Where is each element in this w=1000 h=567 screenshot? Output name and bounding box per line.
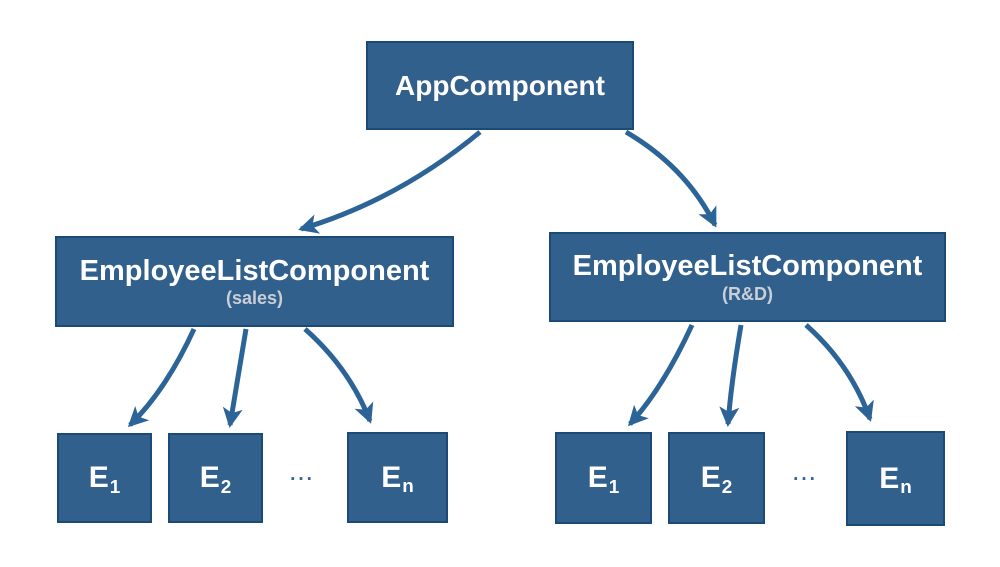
employee-label-base: E [879, 461, 900, 495]
employee-list-sales-node: EmployeeListComponent (sales) [55, 236, 454, 327]
employee-label-sub: 2 [220, 476, 232, 498]
app-component-label: AppComponent [395, 69, 605, 101]
employee-label-sub: 2 [721, 476, 733, 498]
employee-list-sales-label: EmployeeListComponent [79, 254, 430, 287]
employee-label: E1 [88, 461, 121, 496]
arrow-rd-to-e1 [627, 323, 695, 427]
employee-node-sales-1: E1 [57, 433, 152, 523]
arrow-sales-to-e2 [222, 328, 249, 428]
employee-label-base: E [381, 460, 402, 494]
arrow-sales-to-e1 [127, 327, 197, 428]
employee-list-rd-sublabel: (R&D) [722, 283, 773, 304]
arrow-rd-to-en [804, 323, 874, 422]
arrow-app-to-sales [298, 130, 482, 234]
employee-list-sales-sublabel: (sales) [225, 288, 284, 309]
employee-label-base: E [700, 461, 721, 495]
employee-label-sub: n [900, 477, 912, 499]
employee-label: En [879, 461, 912, 499]
employee-label: E1 [587, 461, 620, 496]
employee-label: E2 [700, 461, 733, 496]
employee-label: En [381, 460, 414, 498]
employee-label: E2 [199, 461, 232, 496]
arrow-rd-to-e2 [719, 324, 744, 427]
arrow-app-to-rd [624, 129, 718, 228]
employee-node-sales-2: E2 [168, 433, 263, 523]
employee-node-sales-n: En [347, 432, 448, 523]
employee-label-base: E [88, 461, 109, 495]
employee-label-base: E [587, 461, 608, 495]
employee-label-sub: n [402, 476, 414, 498]
ellipsis-rd: ... [793, 464, 818, 485]
employee-label-sub: 1 [109, 476, 121, 498]
employee-node-rd-1: E1 [555, 432, 652, 524]
ellipsis-sales: ... [290, 464, 315, 485]
employee-list-rd-node: EmployeeListComponent (R&D) [549, 232, 946, 322]
employee-node-rd-2: E2 [668, 432, 765, 524]
employee-label-base: E [199, 461, 220, 495]
arrow-sales-to-en [303, 327, 374, 424]
employee-node-rd-n: En [846, 431, 945, 526]
employee-label-sub: 1 [608, 476, 620, 498]
app-component-node: AppComponent [366, 41, 634, 130]
employee-list-rd-label: EmployeeListComponent [572, 250, 923, 283]
